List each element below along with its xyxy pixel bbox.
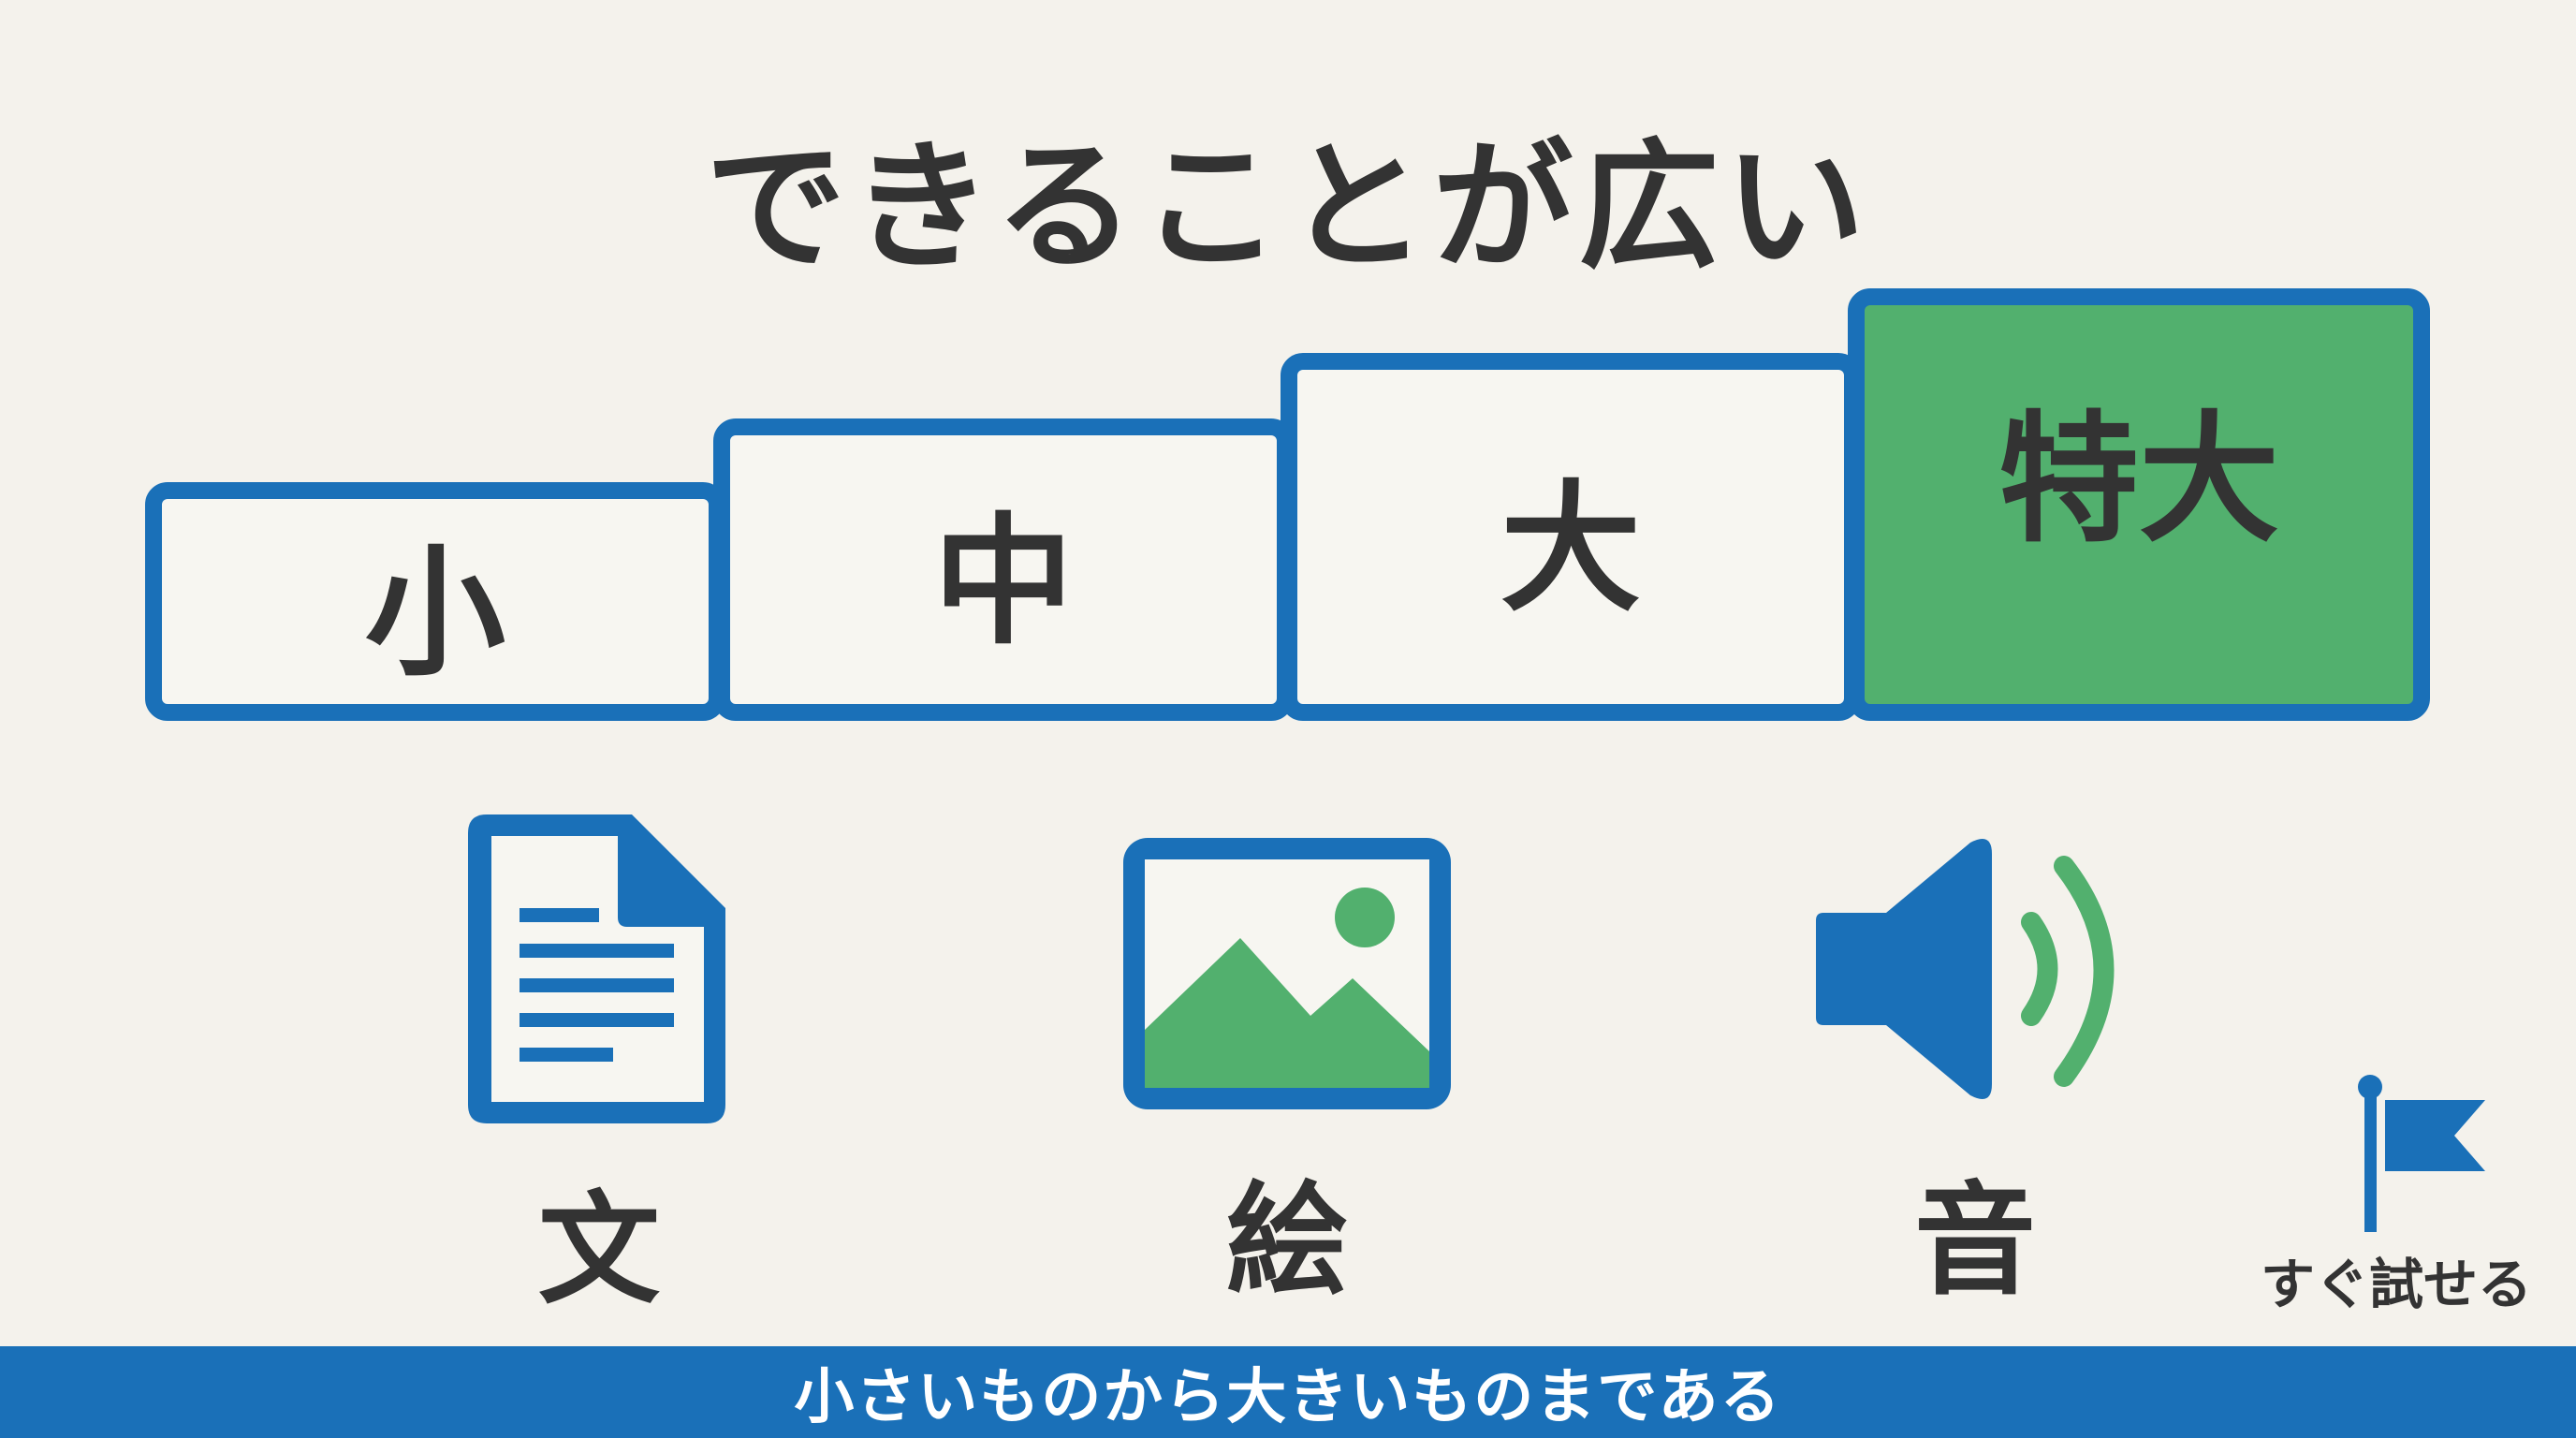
speaker-icon — [1816, 839, 2115, 1099]
document-icon — [468, 814, 725, 1123]
size-step-large: 大 — [1281, 353, 1861, 721]
flag-icon — [2358, 1075, 2485, 1232]
size-medium-label: 中 — [932, 501, 1074, 664]
size-small-label: 小 — [364, 533, 505, 696]
media-image-label: 絵 — [1225, 1169, 1348, 1312]
flag-caption: すぐ試せる — [2260, 1253, 2532, 1316]
size-step-medium: 中 — [713, 418, 1294, 721]
size-step-small: 小 — [145, 482, 725, 721]
media-text-label: 文 — [537, 1179, 660, 1321]
page-title: できることが広い — [705, 126, 1871, 289]
picture-icon — [1123, 838, 1451, 1109]
size-step-xlarge: 特大 — [1848, 288, 2430, 721]
size-xlarge-label: 特大 — [1998, 398, 2279, 562]
size-large-label: 大 — [1500, 468, 1641, 631]
footer-caption: 小さいものから大きいものまである — [794, 1363, 1782, 1432]
footer-bar: 小さいものから大きいものまである — [0, 1346, 2576, 1438]
media-sound-label: 音 — [1913, 1169, 2036, 1312]
